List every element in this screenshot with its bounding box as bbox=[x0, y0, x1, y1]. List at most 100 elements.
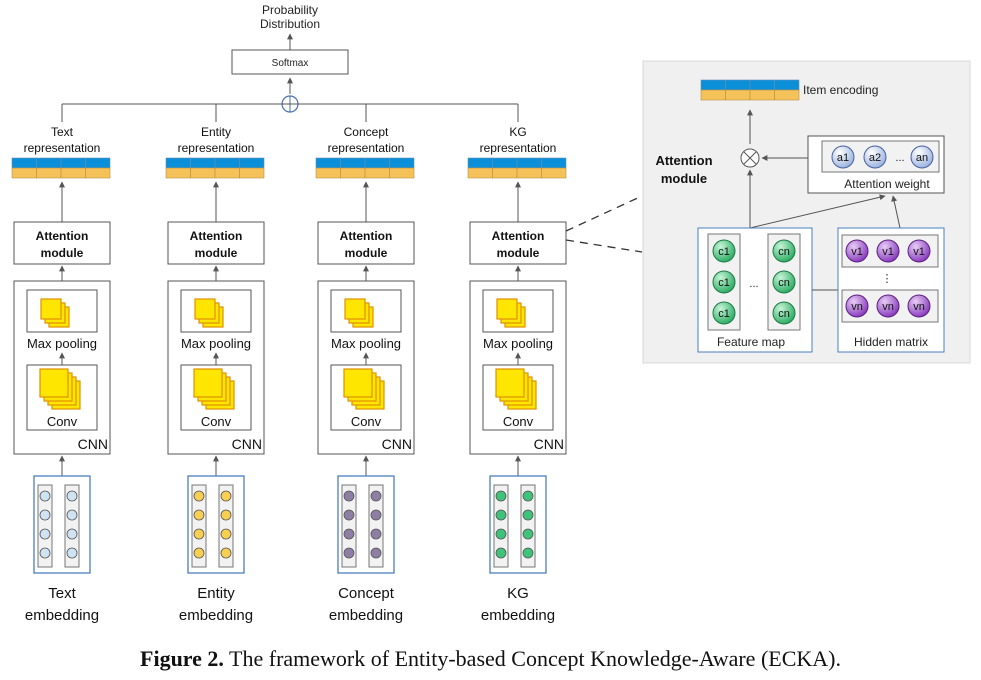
representation-title: Entity bbox=[201, 125, 231, 139]
embedding-title: Entity bbox=[197, 585, 235, 602]
max-pooling-label: Max pooling bbox=[27, 336, 97, 351]
representation-vector bbox=[165, 157, 265, 179]
feature-label: cn bbox=[778, 246, 790, 258]
feature-circle bbox=[772, 239, 796, 263]
feature-label: c1 bbox=[718, 277, 730, 289]
representation-subtitle: representation bbox=[480, 141, 557, 155]
max-pooling-icon bbox=[496, 298, 526, 328]
attention-module-title: Attention bbox=[190, 229, 243, 243]
max-pooling-label: Max pooling bbox=[181, 336, 251, 351]
detail-title-line2: module bbox=[661, 171, 707, 186]
attention-module-title: Attention bbox=[340, 229, 393, 243]
caption-text: The framework of Entity-based Concept Kn… bbox=[223, 646, 841, 671]
weight-label: a2 bbox=[869, 152, 881, 164]
max-pooling-icon bbox=[344, 298, 374, 328]
conv-icon bbox=[39, 368, 81, 410]
representation-vector bbox=[315, 157, 415, 179]
embedding-subtitle: embedding bbox=[329, 607, 403, 624]
embedding-icon bbox=[337, 475, 395, 574]
multiply-icon bbox=[740, 148, 760, 168]
conv-label: Conv bbox=[503, 414, 534, 429]
item-encoding-vector bbox=[700, 79, 800, 101]
hidden-circle bbox=[907, 294, 931, 318]
max-pooling-label: Max pooling bbox=[331, 336, 401, 351]
representation-title: Concept bbox=[344, 125, 389, 139]
representation-vector bbox=[11, 157, 111, 179]
hidden-label: v1 bbox=[851, 246, 863, 258]
conv-icon bbox=[343, 368, 385, 410]
embedding-title: Text bbox=[48, 585, 76, 602]
feature-circle bbox=[772, 301, 796, 325]
feature-label: cn bbox=[778, 277, 790, 289]
weight-circle bbox=[831, 145, 855, 169]
conv-label: Conv bbox=[201, 414, 232, 429]
conv-icon bbox=[193, 368, 235, 410]
attention-module-subtitle: module bbox=[497, 246, 540, 260]
hidden-ellipsis: ⋮ bbox=[882, 273, 893, 285]
figure-caption: Figure 2. The framework of Entity-based … bbox=[0, 646, 981, 672]
cnn-label: CNN bbox=[382, 436, 412, 452]
embedding-subtitle: embedding bbox=[481, 607, 555, 624]
item-encoding-label: Item encoding bbox=[803, 83, 878, 97]
weight-ellipsis: ... bbox=[895, 152, 904, 164]
hidden-label: vn bbox=[851, 301, 863, 313]
attention-module-box bbox=[469, 221, 567, 265]
cnn-label: CNN bbox=[534, 436, 564, 452]
probability-label-line2: Distribution bbox=[260, 17, 320, 31]
softmax-label: Softmax bbox=[272, 58, 309, 69]
attention-module-box bbox=[13, 221, 111, 265]
weight-label: an bbox=[916, 152, 928, 164]
conv-label: Conv bbox=[47, 414, 78, 429]
representation-vector bbox=[467, 157, 567, 179]
caption-prefix: Figure 2. bbox=[140, 646, 224, 671]
max-pooling-icon bbox=[194, 298, 224, 328]
attention-module-title: Attention bbox=[492, 229, 545, 243]
feature-circle bbox=[772, 270, 796, 294]
hidden-circle bbox=[907, 239, 931, 263]
feature-label: c1 bbox=[718, 246, 730, 258]
feature-circle bbox=[712, 301, 736, 325]
hidden-label: v1 bbox=[882, 246, 894, 258]
hidden-circle bbox=[876, 239, 900, 263]
feature-label: cn bbox=[778, 308, 790, 320]
embedding-title: Concept bbox=[338, 585, 395, 602]
representation-title: KG bbox=[509, 125, 526, 139]
feature-circle bbox=[712, 239, 736, 263]
representation-subtitle: representation bbox=[24, 141, 101, 155]
attention-module-box bbox=[167, 221, 265, 265]
hidden-circle bbox=[845, 294, 869, 318]
embedding-icon bbox=[489, 475, 547, 574]
conv-icon bbox=[495, 368, 537, 410]
hidden-label: vn bbox=[882, 301, 894, 313]
hidden-label: vn bbox=[913, 301, 925, 313]
hidden-matrix-label: Hidden matrix bbox=[854, 335, 928, 349]
attention-module-subtitle: module bbox=[345, 246, 388, 260]
embedding-icon bbox=[187, 475, 245, 574]
weight-circle bbox=[863, 145, 887, 169]
attention-module-box bbox=[317, 221, 415, 265]
embedding-title: KG bbox=[507, 585, 529, 602]
feature-label: c1 bbox=[718, 308, 730, 320]
max-pooling-label: Max pooling bbox=[483, 336, 553, 351]
cnn-label: CNN bbox=[78, 436, 108, 452]
representation-subtitle: representation bbox=[328, 141, 405, 155]
embedding-icon bbox=[33, 475, 91, 574]
item-encoding-bar bbox=[700, 79, 800, 101]
weight-label: a1 bbox=[837, 152, 849, 164]
attention-module-subtitle: module bbox=[195, 246, 238, 260]
attention-weight-label: Attention weight bbox=[844, 177, 930, 191]
feature-map-label: Feature map bbox=[717, 335, 785, 349]
embedding-subtitle: embedding bbox=[179, 607, 253, 624]
embedding-subtitle: embedding bbox=[25, 607, 99, 624]
weight-circle bbox=[910, 145, 934, 169]
hidden-circle bbox=[845, 239, 869, 263]
cnn-label: CNN bbox=[232, 436, 262, 452]
feature-ellipsis: ... bbox=[749, 278, 758, 290]
representation-subtitle: representation bbox=[178, 141, 255, 155]
eck-framework-diagram: Probability Distribution Softmax Textrep… bbox=[11, 3, 971, 624]
